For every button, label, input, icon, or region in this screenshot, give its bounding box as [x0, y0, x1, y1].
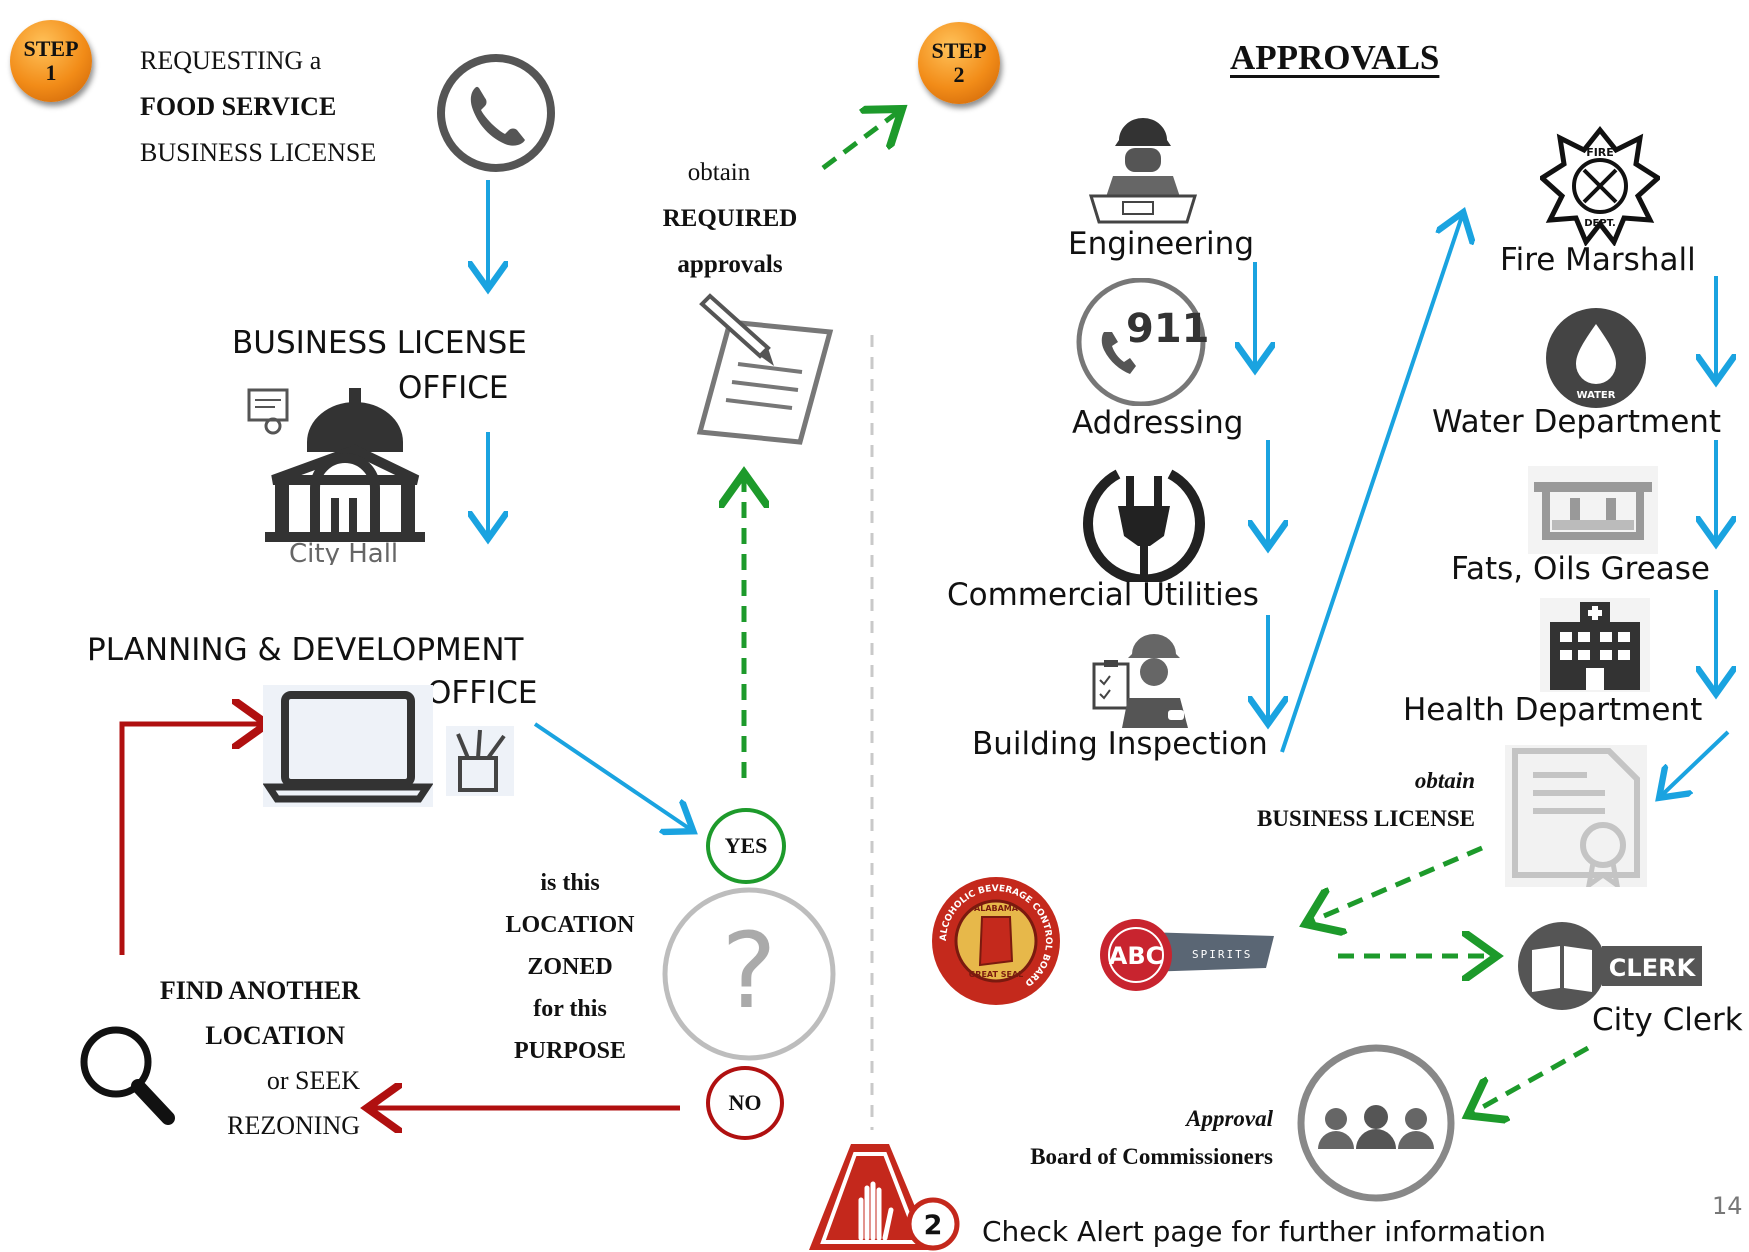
abc-text: ABC — [1109, 942, 1163, 970]
question-line4: for this — [533, 996, 607, 1022]
pencil-cup-icon — [446, 726, 514, 796]
step-2-label: STEP — [931, 38, 987, 63]
business-license-office-subtitle: OFFICE — [398, 370, 509, 406]
yes-badge: YES — [706, 808, 786, 884]
grease-trap-icon — [1528, 466, 1658, 554]
city-hall-label: City Hall — [289, 539, 398, 565]
water-drop-icon: WATER — [1546, 308, 1646, 408]
zoning-question: is this LOCATION ZONED for this PURPOSE — [480, 862, 660, 1072]
addressing-911-icon: 911 — [1076, 278, 1210, 406]
fire-text-top: FIRE — [1586, 146, 1614, 159]
arrow-planning-to-question — [533, 722, 690, 829]
page-number: 14 — [1712, 1192, 1743, 1220]
city-hall-icon: City Hall — [247, 388, 425, 565]
approval-board-text: Approval Board of Commissioners — [960, 1100, 1273, 1176]
planning-title: PLANNING & DEVELOPMENT — [87, 632, 524, 668]
approval-board-line2: Board of Commissioners — [1030, 1144, 1273, 1169]
board-people-icon — [1297, 1044, 1455, 1202]
approval-board-line1: Approval — [1186, 1106, 1273, 1131]
find-line2: LOCATION — [205, 1021, 345, 1050]
license-certificate-icon — [1505, 745, 1647, 887]
obtain-license-text: obtain BUSINESS LICENSE — [1200, 762, 1475, 838]
engineer-icon — [1088, 118, 1198, 224]
obtain-line1: obtain — [687, 159, 751, 186]
obtain-required-text: obtain REQUIRED approvals — [640, 150, 820, 288]
addressing-label: Addressing — [1072, 405, 1244, 441]
clerk-book-icon: CLERK — [1518, 922, 1702, 1010]
magnifier-icon — [80, 1026, 175, 1125]
water-department-label: Water Department — [1432, 404, 1722, 440]
abc-spirits-logo: ABC SPIRITS — [1100, 919, 1274, 991]
addressing-number: 911 — [1126, 306, 1210, 352]
power-plug-icon — [1083, 469, 1205, 582]
request-line3: BUSINESS LICENSE — [140, 138, 377, 167]
question-icon: ? — [662, 887, 836, 1061]
arrow-inspection-to-fire — [1280, 216, 1462, 753]
commercial-utilities-label: Commercial Utilities — [947, 577, 1259, 613]
health-department-label: Health Department — [1403, 692, 1703, 728]
obtain-license-line1: obtain — [1414, 768, 1475, 793]
phone-icon — [437, 54, 555, 172]
clipboard-pen-icon — [696, 293, 834, 445]
planning-subtitle: OFFICE — [427, 675, 538, 711]
step-1-number: 1 — [45, 60, 57, 85]
request-text: REQUESTING a FOOD SERVICE BUSINESS LICEN… — [140, 38, 376, 176]
building-inspector-icon — [1092, 634, 1188, 728]
obtain-line2: REQUIRED — [662, 205, 798, 232]
find-line1: FIND ANOTHER — [159, 976, 360, 1005]
no-label: NO — [728, 1090, 762, 1115]
abc-seal-state: ALABAMA — [974, 904, 1019, 913]
arrow-find-to-planning — [119, 724, 262, 955]
request-line1: REQUESTING a — [140, 46, 322, 75]
step-1-label: STEP — [23, 36, 79, 61]
arrow-to-step2 — [821, 112, 898, 171]
clerk-text: CLERK — [1609, 954, 1697, 982]
question-line2: LOCATION — [505, 912, 635, 938]
fire-department-icon: FIRE DEPT. — [1540, 126, 1660, 246]
step-2-badge: STEP 2 — [918, 22, 1000, 104]
step-1-badge: STEP 1 — [10, 20, 92, 102]
question-line3: ZONED — [527, 954, 613, 980]
alert-stop-hand-icon: 2 — [809, 1144, 960, 1251]
abc-board-seal: ALCOHOLIC BEVERAGE CONTROL BOARD ALABAMA… — [932, 877, 1060, 1005]
fire-marshall-label: Fire Marshall — [1500, 242, 1696, 278]
approvals-title: APPROVALS — [1230, 38, 1440, 77]
obtain-license-line2: BUSINESS LICENSE — [1257, 806, 1475, 831]
laptop-icon — [263, 685, 433, 807]
step-2-number: 2 — [953, 62, 965, 87]
find-another-text: FIND ANOTHER LOCATION or SEEK REZONING — [110, 968, 360, 1148]
building-inspection-label: Building Inspection — [972, 726, 1268, 762]
no-badge: NO — [706, 1066, 784, 1140]
find-line3: or SEEK — [266, 1066, 360, 1095]
request-line2: FOOD SERVICE — [140, 92, 337, 121]
obtain-line3: approvals — [677, 251, 783, 278]
yes-label: YES — [724, 833, 768, 858]
abc-seal-bottom: GREAT SEAL — [969, 970, 1024, 979]
water-text: WATER — [1577, 390, 1616, 401]
question-line5: PURPOSE — [513, 1038, 626, 1064]
engineering-label: Engineering — [1068, 226, 1254, 262]
alert-number: 2 — [924, 1210, 943, 1241]
find-line4: REZONING — [227, 1111, 360, 1140]
arrow-health-to-license — [1662, 730, 1730, 795]
question-line1: is this — [540, 870, 600, 896]
fats-oils-grease-label: Fats, Oils Grease — [1451, 551, 1711, 587]
city-clerk-label: City Clerk — [1592, 1002, 1743, 1038]
svg-text:?: ? — [721, 910, 776, 1032]
hospital-icon — [1540, 598, 1650, 692]
spirits-text: SPIRITS — [1192, 948, 1252, 961]
business-license-office-title: BUSINESS LICENSE — [232, 325, 527, 361]
alert-text: Check Alert page for further information — [982, 1215, 1546, 1248]
fire-text-bottom: DEPT. — [1584, 218, 1616, 229]
